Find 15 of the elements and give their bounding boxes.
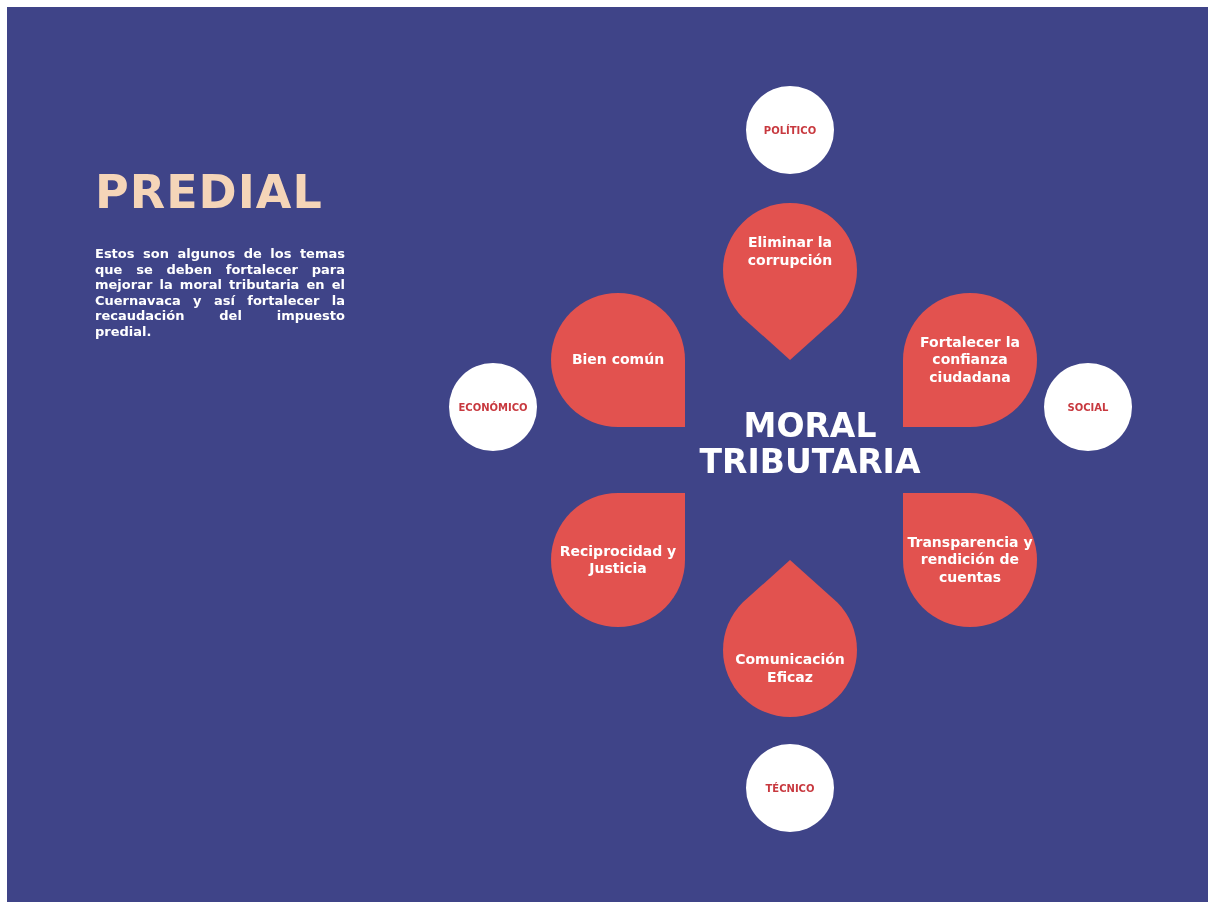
category-text: TÉCNICO — [765, 782, 815, 794]
petal-text: Fortalecer la confianza ciudadana — [919, 333, 1021, 387]
description-paragraph: Estos son algunos de los temas que se deben fortalecer para mejorar la moral tributaria en el Cuernavaca y así fortalecer la recaudación del impuesto predial. — [95, 246, 345, 340]
category-text: POLÍTICO — [763, 124, 817, 136]
petal-text: Reciprocidad y Justicia — [558, 542, 678, 578]
petal-text: Eliminar la corrupción — [746, 234, 834, 269]
title: PREDIAL — [95, 165, 323, 219]
teardrop-shape — [723, 203, 857, 360]
petal-text: Comunicación Eficaz — [734, 651, 846, 686]
category-text: ECONÓMICO — [458, 401, 528, 413]
petal-text: Bien común — [571, 351, 665, 369]
category-text: SOCIAL — [1067, 401, 1109, 413]
center-heading: MORAL TRIBUTARIA — [698, 408, 922, 481]
petal-text: Transparencia y rendición de cuentas — [906, 533, 1034, 587]
teardrop-shape — [723, 560, 857, 717]
